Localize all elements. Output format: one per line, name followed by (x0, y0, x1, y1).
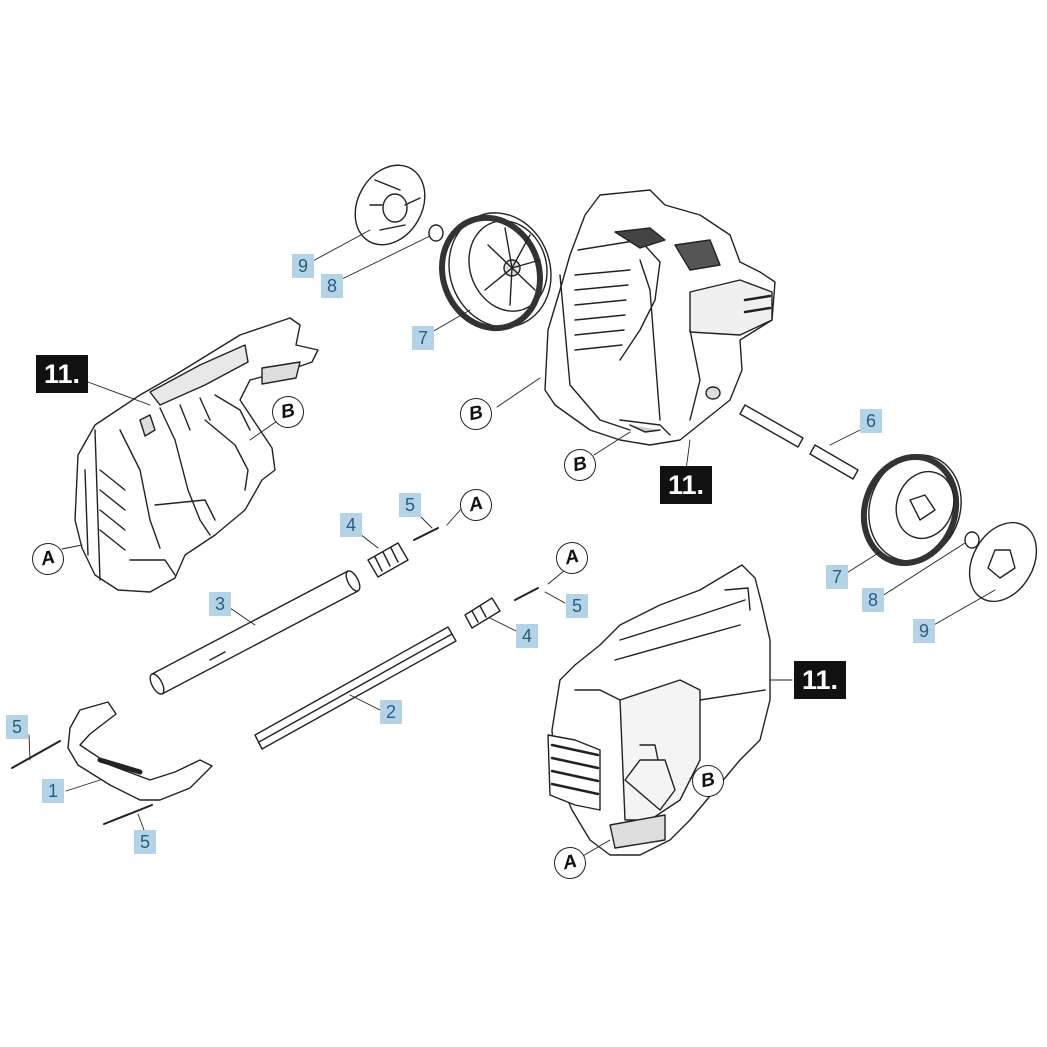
callout-part-8-upper: 8 (321, 274, 343, 298)
callout-part-5-left: 5 (6, 715, 28, 739)
callout-part-9-lower: 9 (913, 619, 935, 643)
callout-part-8-lower: 8 (862, 588, 884, 612)
hubcap-upper (354, 164, 426, 246)
callout-part-4-lower: 4 (516, 624, 538, 648)
assembly-label-left: 11. (36, 355, 88, 393)
callout-part-5-right: 5 (566, 594, 588, 618)
connector-part-4-upper (367, 542, 409, 578)
callout-part-1: 1 (42, 779, 64, 803)
callout-part-7-upper: 7 (412, 326, 434, 350)
callout-part-4-upper: 4 (340, 513, 362, 537)
callout-part-5-bottom: 5 (134, 830, 156, 854)
callout-part-9-upper: 9 (292, 254, 314, 278)
tube-part-3 (149, 570, 361, 695)
hubcap-lower (968, 521, 1038, 603)
callout-part-7-lower: 7 (826, 565, 848, 589)
handle-part-1 (67, 701, 213, 801)
callout-part-5-upper: 5 (399, 493, 421, 517)
washer-lower (964, 531, 980, 549)
left-housing-half (74, 317, 319, 593)
connector-part-4-lower (464, 597, 501, 629)
top-right-housing-half (544, 189, 776, 446)
assembly-label-bottom-right: 11. (794, 661, 846, 699)
washer-upper (428, 224, 444, 242)
callout-part-3: 3 (209, 592, 231, 616)
assembly-label-top-right: 11. (660, 466, 712, 504)
callout-part-2: 2 (380, 700, 402, 724)
wheel-lower (860, 453, 962, 567)
tube-part-2 (254, 626, 457, 750)
axle (739, 404, 859, 480)
callout-part-6: 6 (860, 409, 882, 433)
screws-part-5 (11, 527, 539, 825)
wheel-upper (438, 212, 552, 332)
leader-lines (28, 229, 996, 858)
